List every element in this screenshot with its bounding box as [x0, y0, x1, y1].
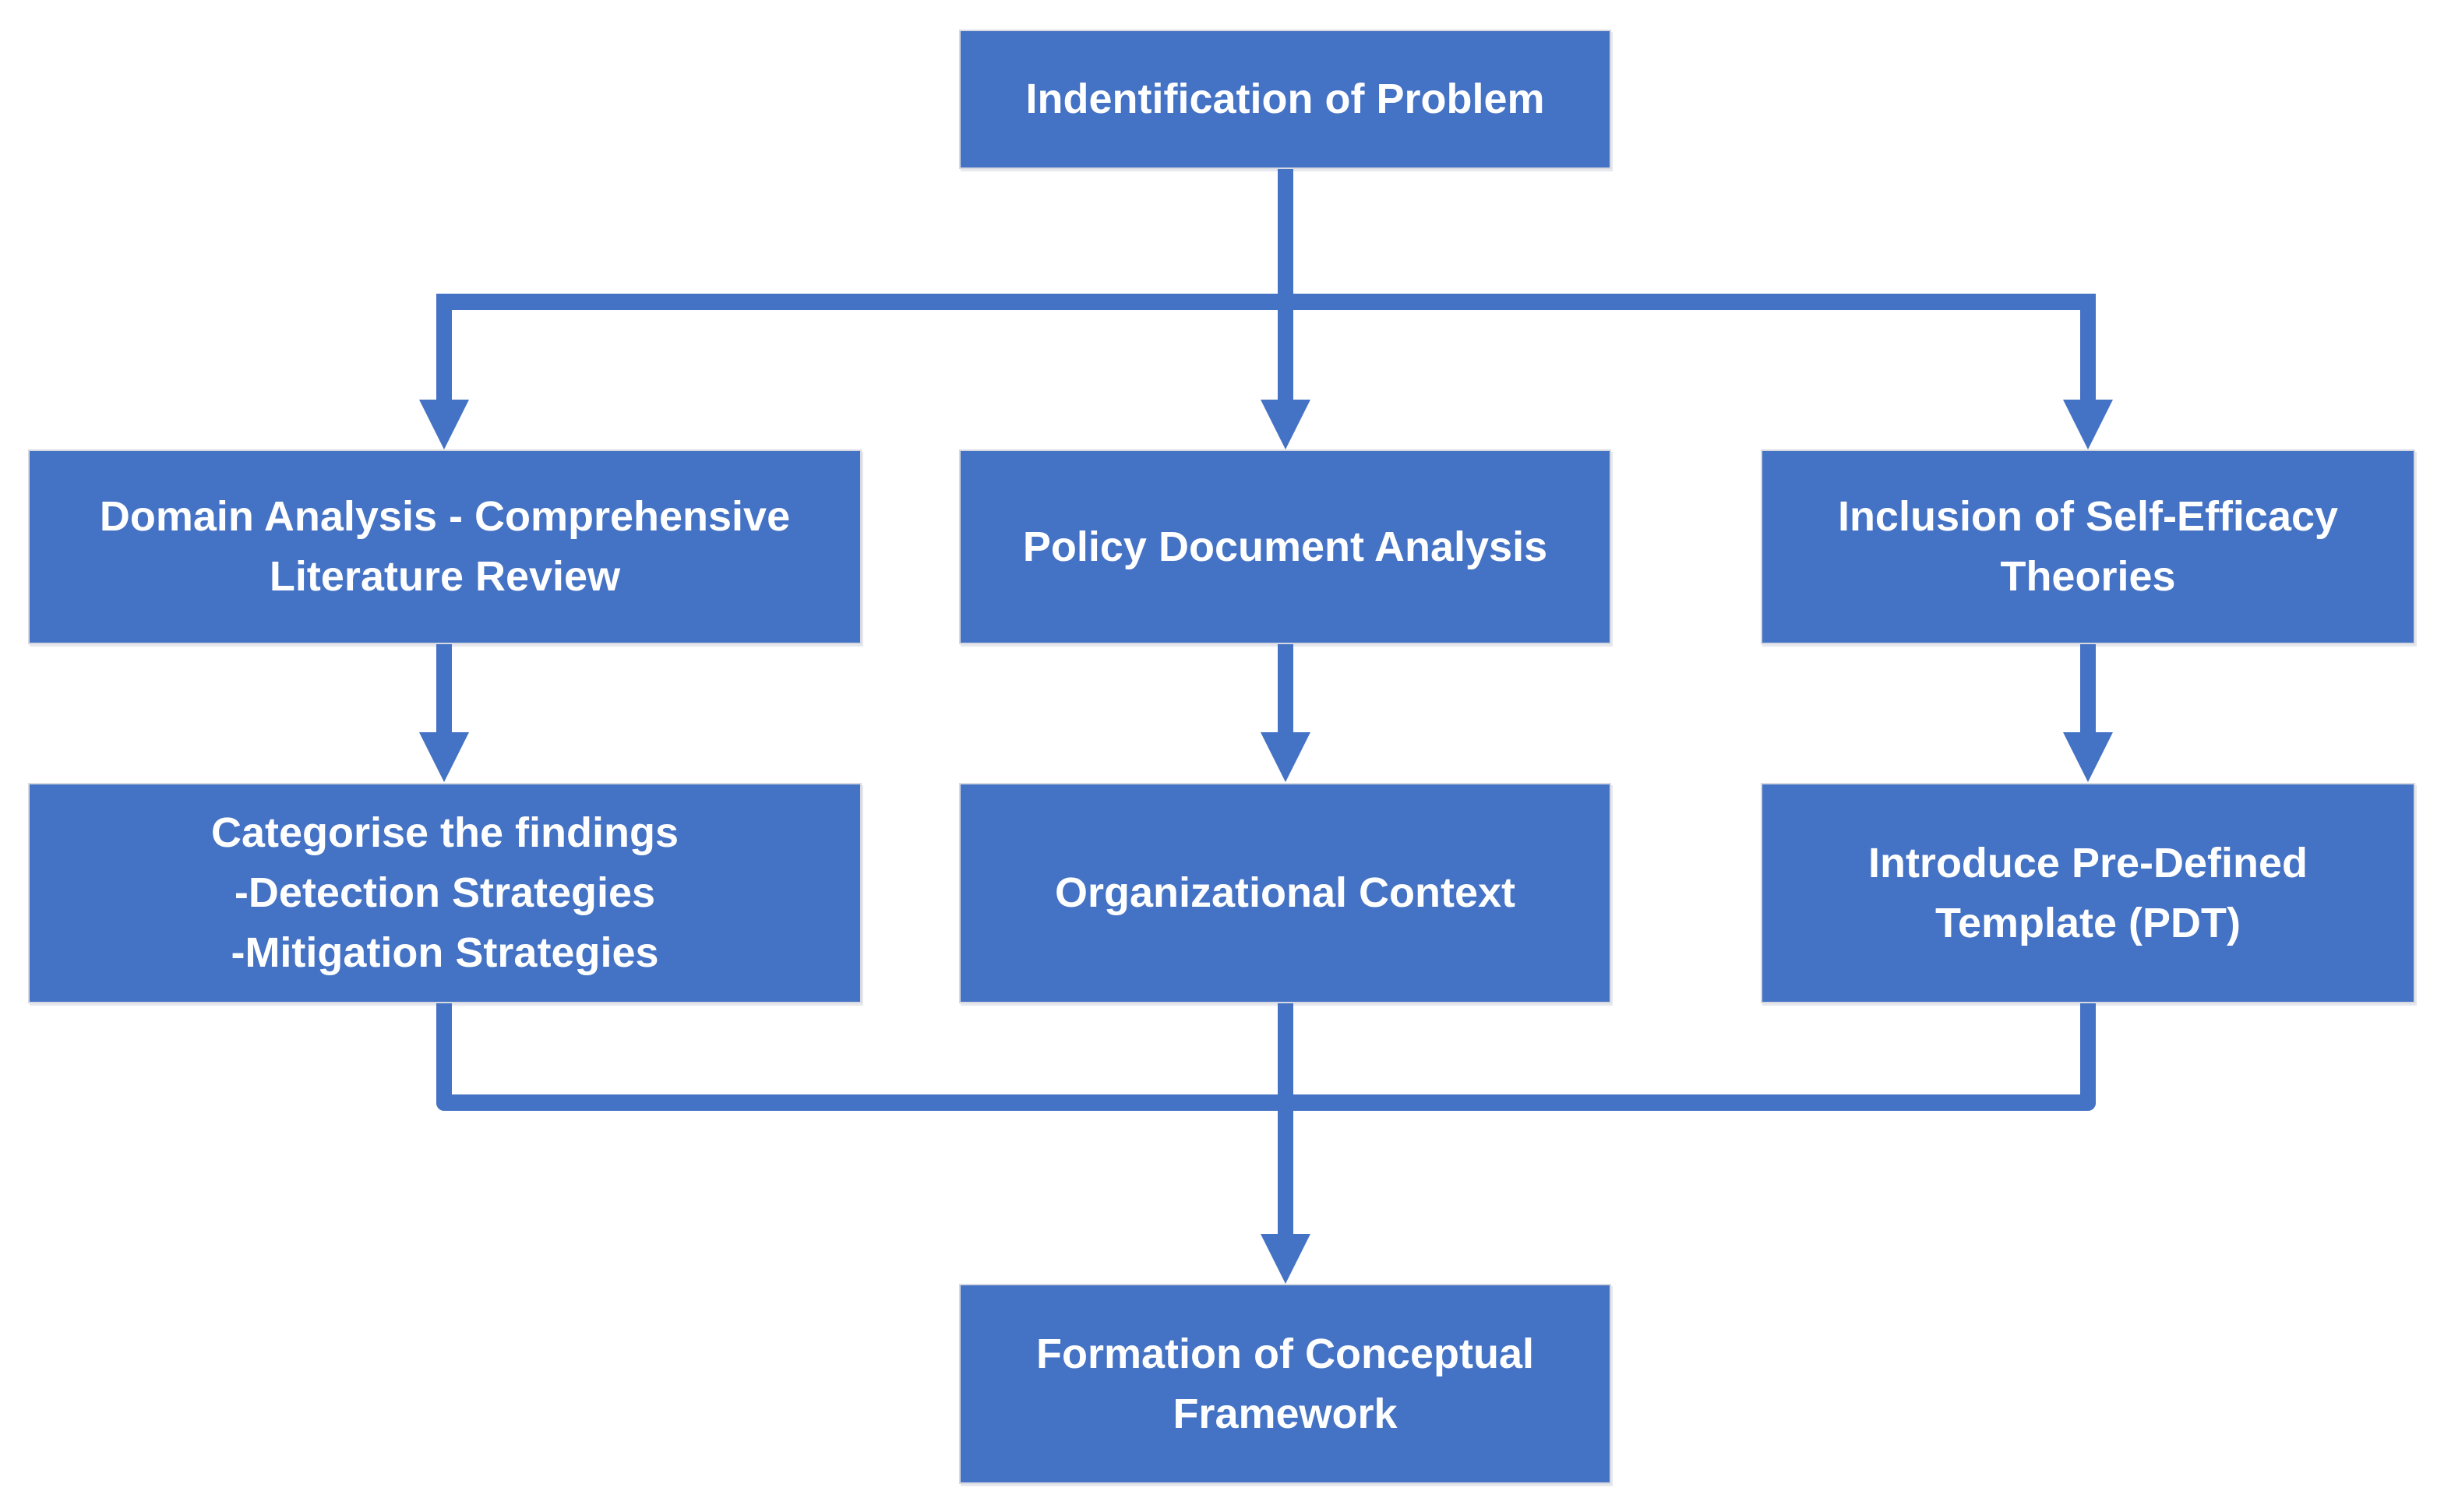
connector-merge-bar — [436, 1094, 2096, 1111]
arrowhead-to-policy-document — [1261, 400, 1310, 449]
arrowhead-to-pre-defined-template — [2063, 732, 2113, 782]
node-label: Theories — [2000, 553, 2176, 600]
node-identification-of-problem: Indentification of Problem — [959, 30, 1611, 169]
node-label: -Mitigation Strategies — [231, 929, 659, 976]
connector-problem-to-split-line — [1278, 169, 1293, 403]
node-self-efficacy-theories: Inclusion of Self-Efficacy Theories — [1761, 449, 2415, 644]
node-label: Policy Document Analysis — [1022, 523, 1548, 570]
connector-split-to-domain-line — [436, 294, 452, 403]
node-label: Indentification of Problem — [1025, 76, 1545, 122]
connector-domain-to-categorise-line — [436, 644, 452, 734]
node-formation-of-framework: Formation of Conceptual Framework — [959, 1284, 1611, 1484]
node-policy-document-analysis: Policy Document Analysis — [959, 449, 1611, 644]
arrowhead-to-formation-of-framework — [1261, 1234, 1310, 1284]
arrowhead-to-self-efficacy — [2063, 400, 2113, 449]
connector-theories-to-template-line — [2080, 644, 2096, 734]
node-label: Domain Analysis - Comprehensive — [99, 493, 791, 540]
node-label: Introduce Pre-Defined — [1867, 839, 2308, 886]
node-label: Organizational Context — [1054, 869, 1516, 916]
node-label: Inclusion of Self-Efficacy — [1837, 493, 2339, 540]
node-pre-defined-template: Introduce Pre-Defined Template (PDT) — [1761, 783, 2415, 1003]
arrowhead-to-organizational-context — [1261, 732, 1310, 782]
node-categorise-findings: Categorise the findings -Detection Strat… — [28, 783, 862, 1003]
connector-context-to-merge-line — [1278, 1003, 1293, 1105]
node-label: Template (PDT) — [1934, 899, 2241, 946]
node-label: Categorise the findings — [210, 809, 679, 856]
connector-policy-to-context-line — [1278, 644, 1293, 734]
connector-merge-to-formation-line — [1278, 1111, 1293, 1235]
node-label: Literature Review — [269, 553, 621, 600]
node-label: Formation of Conceptual — [1036, 1330, 1534, 1377]
connector-categorise-to-merge-line — [436, 1003, 452, 1105]
node-organizational-context: Organizational Context — [959, 783, 1611, 1003]
node-label: -Detection Strategies — [234, 869, 656, 916]
connector-template-to-merge-line — [2080, 1003, 2096, 1105]
connector-split-to-self-efficacy-line — [2080, 294, 2096, 403]
node-label: Framework — [1173, 1390, 1398, 1437]
node-domain-analysis: Domain Analysis - Comprehensive Literatu… — [28, 449, 862, 644]
connector-split-bar — [436, 294, 2096, 310]
arrowhead-to-categorise-findings — [419, 732, 469, 782]
arrowhead-to-domain-analysis — [419, 400, 469, 449]
